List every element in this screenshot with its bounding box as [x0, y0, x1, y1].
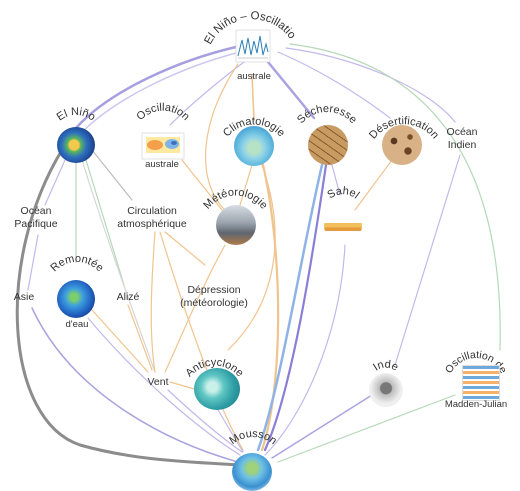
edge-elnino-mousson-thick: [15, 148, 240, 467]
edge-oscillation-meteo: [181, 159, 223, 211]
edge-enso-desertification: [277, 51, 391, 119]
label-mousson: Mousson: [227, 428, 279, 447]
edge-circ-depression: [164, 231, 206, 266]
label-inde: Inde: [371, 358, 400, 373]
edge-mjo-mousson: [277, 394, 456, 463]
edge-vent-anticyclone: [169, 381, 199, 391]
label-ocean-pacifique[interactable]: Océan Pacifique: [14, 205, 58, 230]
edge-remontee-mousson: [87, 317, 241, 456]
edge-elnino-vent: [81, 159, 156, 373]
desert-texture-icon[interactable]: [382, 125, 422, 165]
edge-enso-mjo: [289, 43, 501, 351]
edge-enso-secheresse: [266, 60, 316, 120]
label-asie[interactable]: Asie: [13, 291, 35, 303]
label-oscillation-sub: australe: [145, 159, 179, 170]
label-sahel: Sahel: [325, 185, 361, 201]
mjo-diagram-icon[interactable]: [462, 365, 500, 401]
label-circulation[interactable]: Circulation atmosphérique: [117, 205, 187, 230]
storm-cloud-icon[interactable]: [216, 205, 256, 245]
edge-enso-elnino-inner: [81, 51, 241, 133]
upwelling-globe-icon[interactable]: [57, 280, 95, 318]
edge-enso-climatologie: [251, 74, 255, 121]
label-enso-sub: australe: [237, 71, 271, 82]
edge-elnino-circulation: [91, 149, 133, 201]
cracked-soil-icon[interactable]: [308, 125, 348, 165]
edge-desert-sahel: [354, 159, 393, 211]
label-oscillation: Oscillation: [134, 102, 191, 123]
edge-secheresse-sahel: [331, 164, 341, 196]
sahel-map-icon[interactable]: [324, 210, 362, 242]
label-mjo-sub: Madden-Julian: [444, 399, 508, 410]
label-alize[interactable]: Alizé: [116, 291, 140, 303]
edge-ocean-indien-inde: [394, 154, 461, 366]
edge-alize-vent: [127, 304, 153, 371]
edge-enso-elnino: [74, 45, 238, 130]
label-ocean-indien[interactable]: Océan Indien: [446, 126, 478, 151]
edge-circ-vent: [150, 231, 156, 373]
edge-enso-oscillation: [169, 61, 245, 126]
edge-inde-mousson: [271, 394, 373, 459]
label-remontee: Remontée: [48, 253, 105, 274]
edge-vent-mousson: [167, 389, 243, 453]
edge-climato-depression: [227, 164, 276, 351]
edge-anticyclone-mousson: [217, 409, 244, 453]
enso-chart-icon[interactable]: [235, 29, 271, 63]
label-depression[interactable]: Dépression (météorologie): [180, 284, 248, 309]
label-vent[interactable]: Vent: [147, 376, 169, 388]
edge-meteo-vent: [164, 244, 226, 373]
climate-globe-icon[interactable]: [234, 126, 274, 166]
edge-remontee-vent: [91, 309, 149, 373]
monsoon-globe-icon[interactable]: [232, 453, 272, 491]
edge-secheresse-mousson-2: [263, 163, 328, 452]
edge-sahel-mousson: [264, 244, 346, 456]
edge-elnino-ocean: [44, 159, 66, 206]
edge-circ-mousson: [159, 231, 244, 451]
pressure-map-icon[interactable]: [141, 132, 185, 160]
edge-ocean-asie: [27, 234, 39, 291]
label-el-nino: El Niño: [55, 106, 98, 124]
edge-climato-mousson: [260, 158, 280, 452]
anticyclone-satellite-icon[interactable]: [194, 368, 240, 410]
edge-enso-meteorologie: [204, 63, 239, 211]
edge-asie-mousson: [31, 307, 239, 463]
edge-meteo-climato: [239, 164, 253, 206]
edge-elnino-alize: [85, 159, 125, 286]
sea-temperature-globe-icon[interactable]: [57, 127, 95, 163]
india-map-icon[interactable]: [369, 373, 403, 407]
edge-secheresse-mousson: [256, 163, 324, 452]
label-remontee-sub: d'eau: [65, 319, 89, 330]
